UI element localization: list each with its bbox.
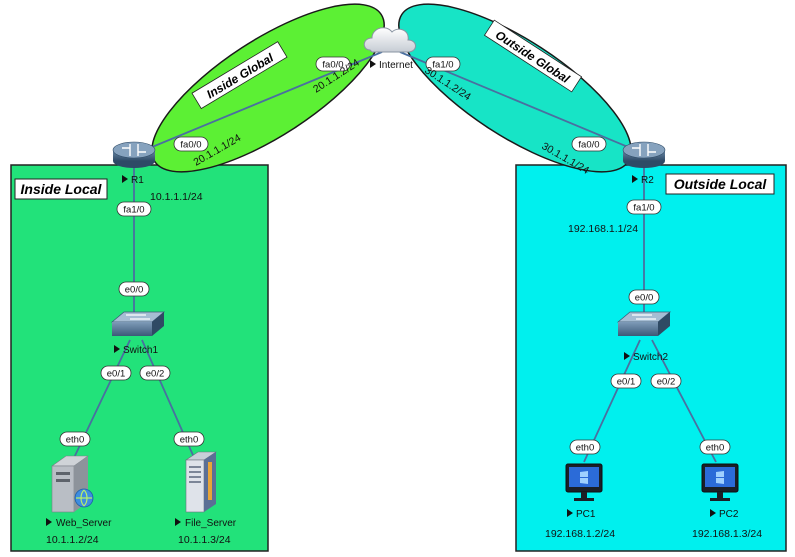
port-label-switch1-e02: e0/2 [139,365,171,381]
switch2-label: Switch2 [624,352,668,363]
pc1-ip: 192.168.1.2/24 [545,528,615,540]
router-icon[interactable] [622,141,666,168]
svg-text:eth0: eth0 [706,443,725,454]
file-server-ip: 10.1.1.3/24 [178,534,231,546]
internet-label: Internet [370,60,413,71]
svg-text:e0/1: e0/1 [107,369,126,380]
svg-text:Inside Local: Inside Local [21,181,103,197]
port-label-r1-fa00: fa0/0 [173,136,209,152]
port-label-switch1-e00: e0/0 [118,281,150,297]
pc-icon[interactable] [701,463,739,501]
pc-icon[interactable] [565,463,603,501]
port-label-switch2-e02: e0/2 [650,373,682,389]
port-label-internet-fa00: fa0/0 [315,56,351,72]
switch-icon[interactable] [110,311,166,336]
svg-text:fa1/0: fa1/0 [633,203,654,214]
web-server-icon[interactable] [51,455,94,513]
port-label-switch1-e01: e0/1 [100,365,132,381]
inside-local-zone [10,164,269,552]
svg-text:File_Server: File_Server [185,518,237,529]
svg-text:eth0: eth0 [66,435,85,446]
svg-text:PC1: PC1 [576,509,596,520]
router-icon[interactable] [112,141,156,168]
address-r1-lan: 10.1.1.1/24 [150,191,203,203]
port-label-switch2-e00: e0/0 [628,289,660,305]
svg-text:fa0/0: fa0/0 [578,140,599,151]
web-server-label: Web_Server [46,518,112,529]
svg-text:fa1/0: fa1/0 [123,205,144,216]
svg-text:R1: R1 [131,175,144,186]
port-label-file-eth0: eth0 [173,431,205,447]
svg-text:fa1/0: fa1/0 [432,60,453,71]
file-server-label: File_Server [175,518,237,529]
svg-text:fa0/0: fa0/0 [180,140,201,151]
r2-label: R2 [632,175,654,186]
svg-text:Internet: Internet [379,60,413,71]
port-label-pc2-eth0: eth0 [699,439,731,455]
svg-text:Outside Local: Outside Local [674,176,768,192]
web-server-ip: 10.1.1.2/24 [46,534,99,546]
file-server-icon[interactable] [185,451,217,513]
svg-text:e0/0: e0/0 [635,293,654,304]
port-label-r1-fa10: fa1/0 [116,201,152,217]
port-label-r2-fa00: fa0/0 [571,136,607,152]
svg-text:eth0: eth0 [180,435,199,446]
port-label-web-eth0: eth0 [59,431,91,447]
svg-text:fa0/0: fa0/0 [322,60,343,71]
svg-text:e0/2: e0/2 [657,377,676,388]
pc1-label: PC1 [567,509,596,520]
cloud-icon[interactable] [363,27,416,53]
switch1-label: Switch1 [114,345,158,356]
svg-text:R2: R2 [641,175,654,186]
svg-text:Switch1: Switch1 [123,345,158,356]
svg-text:e0/1: e0/1 [617,377,636,388]
port-label-internet-fa10: fa1/0 [425,56,461,72]
pc2-ip: 192.168.1.3/24 [692,528,762,540]
outside-local-title: Outside Local [665,173,775,195]
svg-text:e0/2: e0/2 [146,369,165,380]
svg-text:e0/0: e0/0 [125,285,144,296]
svg-text:eth0: eth0 [576,443,595,454]
inside-local-title: Inside Local [14,178,108,200]
port-label-switch2-e01: e0/1 [610,373,642,389]
svg-text:PC2: PC2 [719,509,739,520]
r1-label: R1 [122,175,144,186]
svg-text:Switch2: Switch2 [633,352,668,363]
switch-icon[interactable] [616,311,672,336]
port-label-pc1-eth0: eth0 [569,439,601,455]
port-label-r2-fa10: fa1/0 [626,199,662,215]
svg-text:Web_Server: Web_Server [56,518,112,529]
address-r2-lan: 192.168.1.1/24 [568,223,638,235]
pc2-label: PC2 [710,509,739,520]
outside-local-zone [515,164,787,552]
